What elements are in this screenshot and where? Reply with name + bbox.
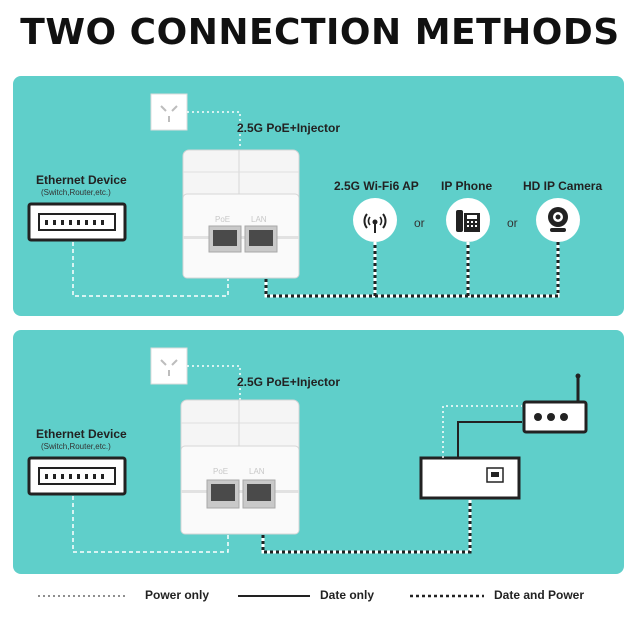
ethernet-device-sublabel: (Switch,Router,etc.) (41, 442, 111, 451)
ethernet-device-label: Ethernet Device (36, 173, 127, 187)
port-lan-label: LAN (249, 467, 265, 476)
poe-injector (182, 149, 300, 279)
legend: Power only Date only Date and Power (0, 586, 640, 606)
device-label-ap: 2.5G Wi-Fi6 AP (334, 179, 419, 193)
power-outlet-icon (150, 93, 188, 131)
port-poe-label: PoE (215, 215, 231, 224)
data-only-line (72, 496, 229, 553)
legend-data-power: Date and Power (494, 588, 585, 602)
wifi-ap-icon (353, 198, 397, 242)
power-only-line (187, 111, 241, 146)
ethernet-device (27, 202, 127, 242)
panel-1-diagram (27, 93, 580, 298)
port-lan-label: LAN (251, 215, 267, 224)
connection-panel-2: 2.5G PoE+Injector Ethernet Device (Switc… (13, 330, 624, 574)
ethernet-device (27, 456, 127, 496)
legend-lines (38, 594, 484, 598)
power-outlet-icon (150, 347, 188, 385)
legend-power-only: Power only (145, 588, 210, 602)
power-only-line-router (442, 405, 522, 458)
camera-icon (536, 198, 580, 242)
or-text-1: or (414, 216, 425, 230)
injector-label: 2.5G PoE+Injector (237, 121, 341, 135)
connection-panel-1: 2.5G PoE+Injector Ethernet Device (Switc… (13, 76, 624, 316)
page-title: TWO CONNECTION METHODS (20, 12, 620, 53)
power-only-line (187, 365, 241, 400)
port-poe-label: PoE (213, 467, 229, 476)
device-label-phone: IP Phone (441, 179, 493, 193)
poe-switch (419, 456, 521, 500)
or-text-2: or (507, 216, 518, 230)
legend-data-only: Date only (320, 588, 375, 602)
router-icon (522, 373, 588, 434)
data-line-router (457, 421, 522, 458)
data-power-line (261, 500, 472, 554)
ethernet-device-sublabel: (Switch,Router,etc.) (41, 188, 111, 197)
poe-injector (180, 399, 300, 535)
phone-icon (446, 198, 490, 242)
data-power-line (264, 238, 560, 298)
panel-2-diagram (27, 347, 588, 554)
data-only-line (72, 242, 229, 297)
ethernet-device-label: Ethernet Device (36, 427, 127, 441)
device-label-camera: HD IP Camera (523, 179, 603, 193)
injector-label: 2.5G PoE+Injector (237, 375, 341, 389)
